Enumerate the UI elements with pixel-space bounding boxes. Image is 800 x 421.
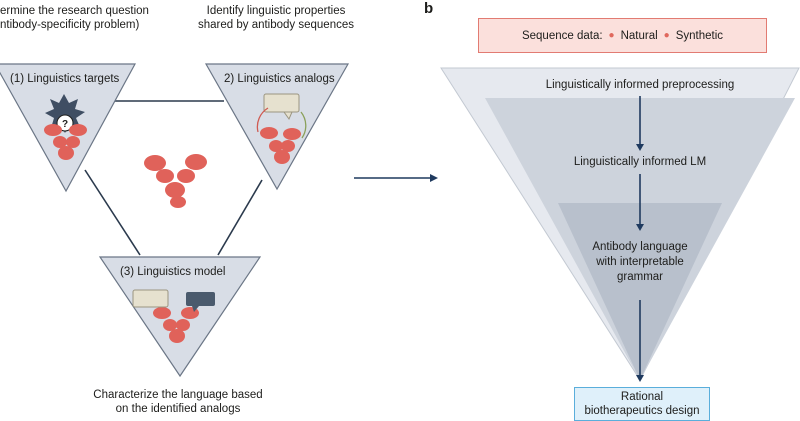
flow-arrow-heads (636, 144, 644, 382)
linguistics-targets-label: (1) Linguistics targets (10, 73, 120, 85)
antibody-icon-3 (153, 307, 199, 343)
antibody-icon-2 (260, 127, 301, 164)
antibody-icon-center (144, 154, 207, 208)
antibody-icon-1 (44, 124, 87, 160)
characterize-caption-line1: Characterize the language based (93, 389, 263, 401)
research-question-caption-line1: ermine the research question (0, 5, 149, 17)
rational-design-box: Rational biotherapeutics design (574, 387, 710, 421)
funnel-level-3-line1: Antibody language (592, 241, 688, 253)
panel-b-label: b (424, 0, 434, 17)
rational-design-line2: biotherapeutics design (584, 405, 700, 417)
speech-bubble-dark-icon (186, 292, 215, 312)
research-question-caption-line2: ntibody-specificity problem) (0, 19, 140, 31)
connector-2-3 (217, 179, 263, 256)
funnel-inner (558, 203, 722, 380)
funnel-level-1-label: Linguistically informed preprocessing (545, 79, 735, 91)
sequence-option-natural: Natural (620, 29, 658, 42)
sequence-data-label: Sequence data: (521, 29, 603, 42)
question-mark: ? (61, 119, 69, 130)
antigen-icon (45, 94, 85, 133)
linguistic-properties-caption-line2: shared by antibody sequences (198, 19, 354, 31)
rational-design-line1: Rational (620, 391, 664, 403)
funnel-level-2-label: Linguistically informed LM (573, 156, 707, 168)
characterize-caption-line2: on the identified analogs (115, 403, 241, 415)
bullet-icon: ● (663, 30, 670, 41)
linguistics-model-triangle (98, 256, 262, 378)
sequence-data-box: Sequence data: ● Natural ● Synthetic (478, 18, 767, 53)
linguistic-properties-caption-line1: Identify linguistic properties (206, 5, 346, 17)
linguistics-analogs-label: 2) Linguistics analogs (224, 73, 335, 85)
cycle-arrows-icon (256, 107, 307, 139)
connector-1-3 (84, 169, 141, 256)
funnel-level-3-line3: grammar (616, 271, 664, 283)
speech-bubble-icon (263, 93, 300, 121)
sequence-option-synthetic: Synthetic (675, 29, 724, 42)
linguistics-analogs-triangle (204, 63, 350, 191)
speech-bubble-light-icon (132, 289, 169, 308)
funnel-level-3-line2: with interpretable (596, 256, 684, 268)
bullet-icon: ● (608, 30, 615, 41)
panel-arrow-head (430, 174, 438, 182)
linguistics-model-label: (3) Linguistics model (120, 266, 226, 278)
